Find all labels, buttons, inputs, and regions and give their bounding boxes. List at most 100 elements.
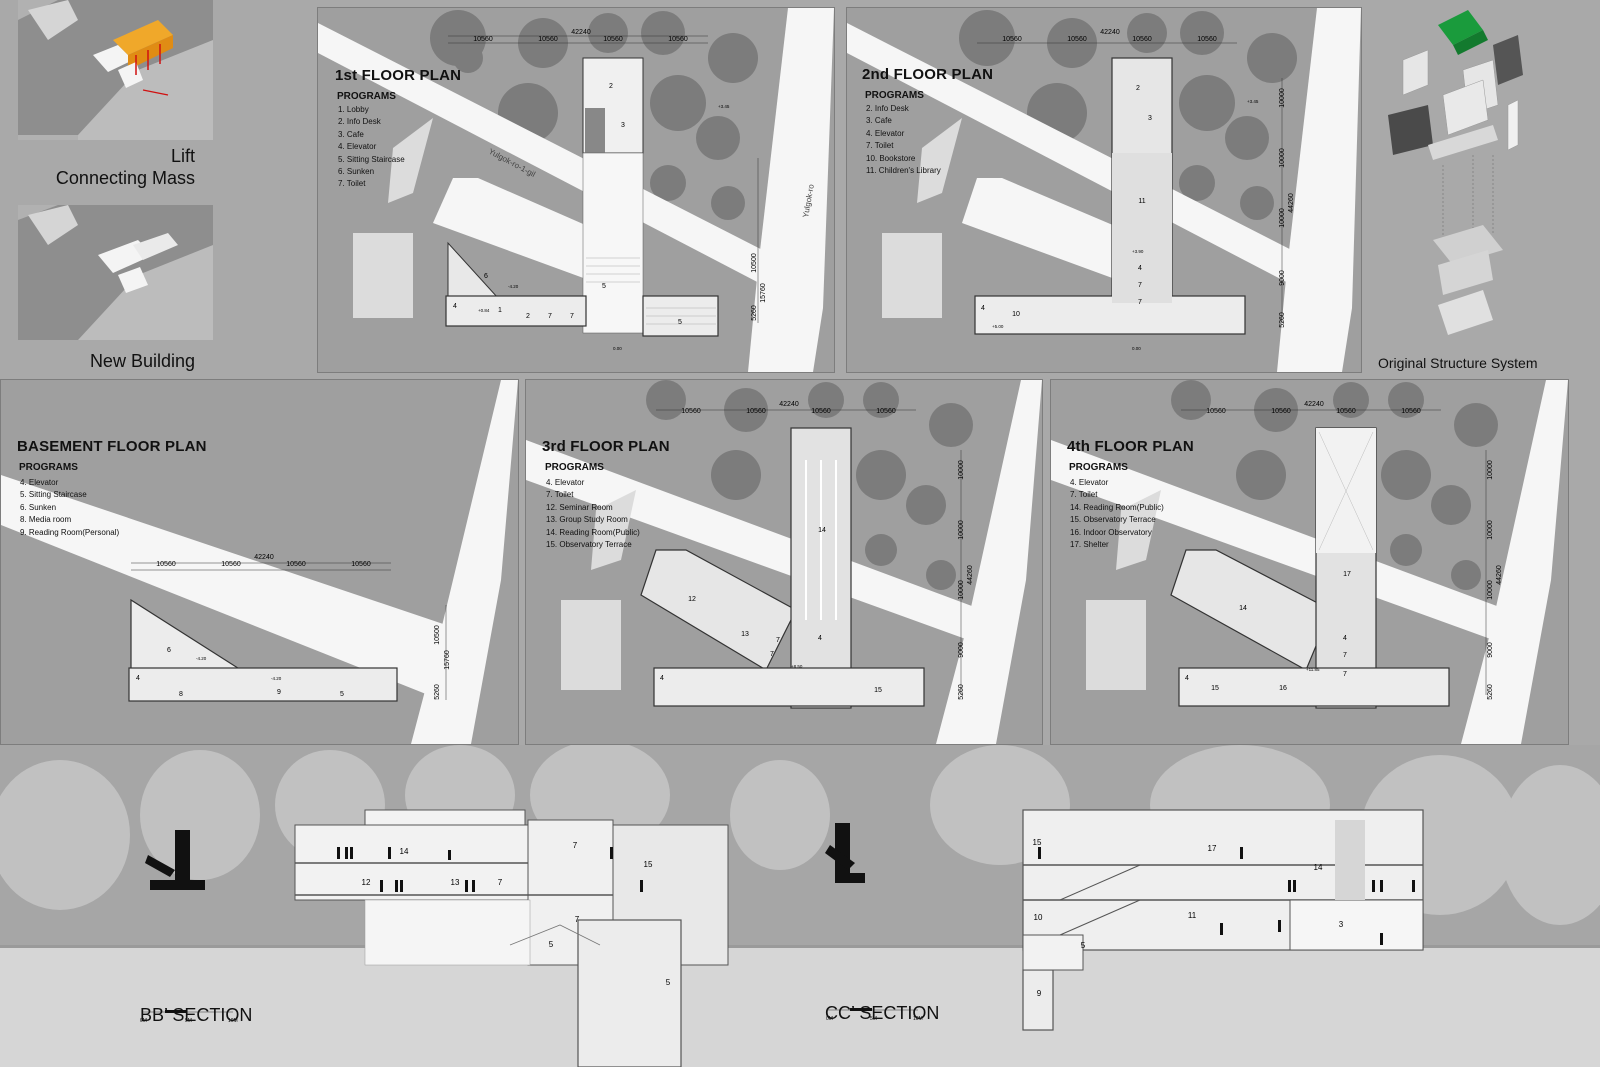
- dim-4: 10560: [1401, 408, 1421, 415]
- room-number: 4: [818, 635, 822, 642]
- dim-v10000: 10000: [958, 460, 965, 480]
- third-floor-plan-panel: 10560 10560 10560 10560 42240 10000 1000…: [525, 379, 1043, 745]
- room-number: 4: [1185, 675, 1189, 682]
- program-item: 11. Children's Library: [866, 166, 941, 176]
- program-item: 2. Info Desk: [338, 117, 381, 127]
- level-mark: +3.45: [718, 104, 730, 109]
- level-mark: 0.00: [613, 346, 622, 351]
- dim-v5260: 5260: [1487, 684, 1494, 700]
- dim-2: 10560: [1271, 408, 1291, 415]
- dim-v10500: 10500: [434, 625, 441, 645]
- plan-title: 4th FLOOR PLAN: [1067, 438, 1194, 455]
- room-number: 9: [1037, 989, 1042, 998]
- dim-v5260: 5260: [434, 684, 441, 700]
- room-number: 7: [548, 313, 552, 320]
- room-number: 5: [602, 283, 606, 290]
- scale-0: 0M: [826, 1016, 833, 1022]
- room-number: 15: [644, 860, 653, 869]
- level-mark: +8.50: [791, 664, 803, 669]
- room-number: 7: [1343, 652, 1347, 659]
- basement-floor-drawing: 10560 10560 10560 10560 42240 10500 1576…: [1, 380, 518, 744]
- program-item: 7. Toilet: [866, 141, 894, 151]
- dim-v10000: 10000: [1279, 148, 1286, 168]
- basement-floor-plan-panel: 10560 10560 10560 10560 42240 10500 1576…: [0, 379, 519, 745]
- room-number: 4: [1138, 265, 1142, 272]
- dim-v44260: 44260: [1288, 193, 1295, 213]
- level-mark: -4.20: [196, 656, 207, 661]
- structure-caption: Original Structure System: [1378, 355, 1538, 371]
- room-number: 15: [1211, 685, 1219, 692]
- dim-v10000: 10000: [1279, 208, 1286, 228]
- plan-title: 3rd FLOOR PLAN: [542, 438, 670, 455]
- dim-3: 10560: [811, 408, 831, 415]
- level-mark: +0.84: [478, 308, 490, 313]
- new-building-caption: New Building: [89, 351, 195, 371]
- trees: [1171, 380, 1498, 590]
- room-number: 2: [1136, 85, 1140, 92]
- room-labels: 2 3 11 4 7 7 4 10: [981, 85, 1152, 318]
- room-number: 3: [1339, 920, 1344, 929]
- scale-5: 5M: [870, 1016, 877, 1022]
- scale-bar-cc: 0M 5M 10M: [826, 1008, 923, 1022]
- dim-3: 10560: [286, 561, 306, 568]
- tree-silhouettes: [0, 745, 1600, 925]
- room-labels: 14 12 13 7 7 4 4 15: [660, 527, 882, 694]
- dim-v10500: 10500: [751, 253, 758, 273]
- programs-heading: PROGRAMS: [1069, 462, 1128, 473]
- level-mark: +11.85: [1306, 667, 1320, 672]
- room-number: 4: [981, 305, 985, 312]
- dim-4: 10560: [668, 36, 688, 43]
- room-number: 15: [874, 687, 882, 694]
- lift-connecting-mass-diagram: [18, 0, 213, 140]
- room-number: 14: [1314, 863, 1323, 872]
- programs-list: 4. Elevator 7. Toilet 12. Seminar Room 1…: [546, 477, 640, 551]
- dim-v44260: 44260: [1496, 565, 1503, 585]
- stair-lines: [586, 257, 716, 325]
- program-item: 12. Seminar Room: [546, 502, 613, 512]
- dim-v5260: 5260: [751, 305, 758, 321]
- dim-3: 10560: [1336, 408, 1356, 415]
- dim-v10000: 10000: [958, 580, 965, 600]
- dim-2: 10560: [1067, 36, 1087, 43]
- room-number: 11: [1138, 198, 1145, 205]
- new-building-diagram: [18, 205, 213, 340]
- scale-0: 0M: [140, 1018, 147, 1024]
- room-number: 3: [1148, 115, 1152, 122]
- dim-2: 10560: [746, 408, 766, 415]
- program-item: 8. Media room: [20, 515, 72, 525]
- dim-v10000: 10000: [1487, 580, 1494, 600]
- program-item: 9. Reading Room(Personal): [20, 527, 120, 537]
- room-number: 7: [573, 841, 578, 850]
- dim-4: 10560: [351, 561, 371, 568]
- plan-title: BASEMENT FLOOR PLAN: [17, 438, 207, 455]
- level-mark: +5.00: [992, 324, 1004, 329]
- dim-3: 10560: [1132, 36, 1152, 43]
- room-number: 14: [1239, 605, 1247, 612]
- furniture: [805, 460, 837, 620]
- program-item: 17. Shelter: [1070, 540, 1109, 550]
- program-item: 16. Indoor Observatory: [1070, 527, 1152, 537]
- level-mark: 0.00: [1132, 346, 1141, 351]
- dim-v5260: 5260: [1279, 312, 1286, 328]
- room-number: 11: [1188, 911, 1197, 920]
- room-number: 7: [498, 878, 503, 887]
- program-item: 6. Sunken: [338, 167, 375, 177]
- programs-list: 4. Elevator 7. Toilet 14. Reading Room(P…: [1070, 477, 1164, 551]
- dim-total: 42240: [779, 401, 799, 408]
- programs-list: 1. Lobby 2. Info Desk 3. Cafe 4. Elevato…: [338, 104, 405, 191]
- program-item: 1. Lobby: [338, 105, 369, 114]
- program-item: 3. Cafe: [866, 116, 892, 126]
- room-labels: 17 14 4 7 7 4 15 16: [1185, 571, 1351, 692]
- room-number: 7: [1138, 299, 1142, 306]
- bb-section-title: BB’ SECTION: [140, 1005, 253, 1025]
- dim-v10000: 10000: [1279, 88, 1286, 108]
- level-mark: +3.90: [1132, 249, 1144, 254]
- room-number: 12: [688, 596, 696, 603]
- dim-total: 42240: [254, 554, 274, 561]
- program-item: 4. Elevator: [866, 128, 905, 138]
- program-item: 2. Info Desk: [866, 104, 909, 113]
- lift-caption: Lift Connecting Mass: [56, 145, 195, 189]
- second-floor-drawing: 10560 10560 10560 10560 42240 10000 1000…: [847, 8, 1361, 372]
- dim-total: 42240: [1100, 29, 1120, 36]
- trees: [646, 380, 973, 590]
